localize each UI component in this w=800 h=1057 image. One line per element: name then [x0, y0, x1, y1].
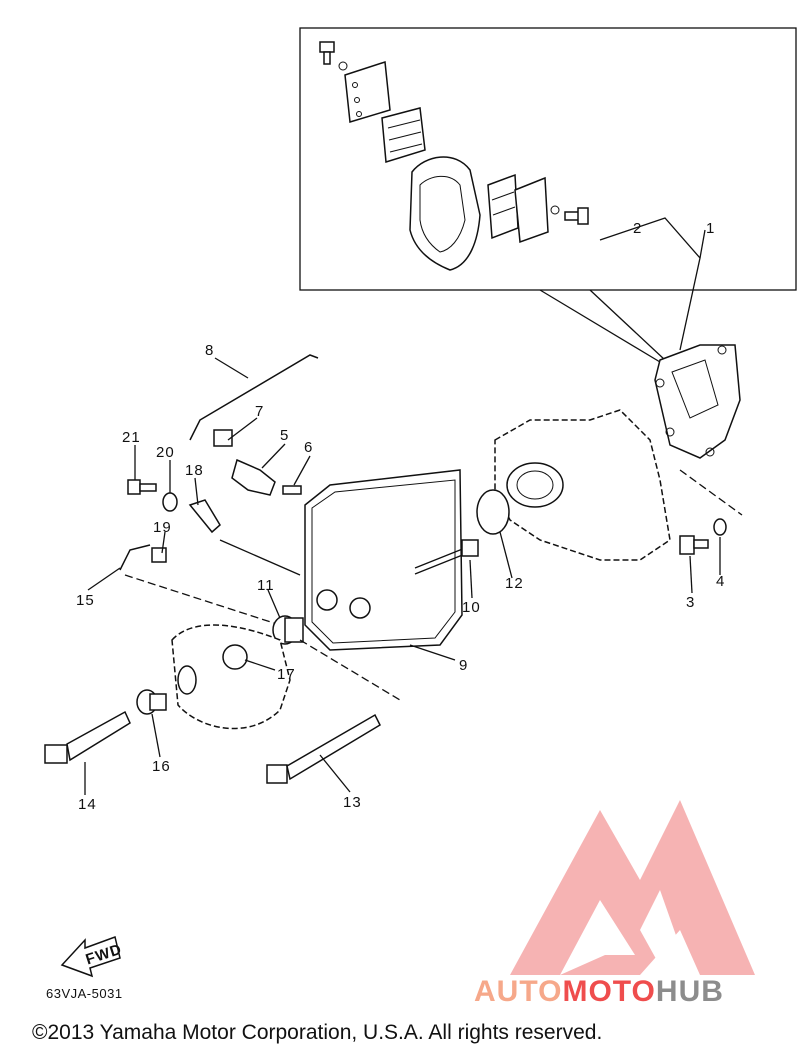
pin-6-icon — [282, 485, 302, 495]
callout-13: 13 — [343, 794, 362, 811]
bolt-3-icon — [679, 535, 709, 555]
callout-leaders — [84, 357, 721, 795]
fwd-label: FWD — [84, 941, 125, 969]
copyright-notice: ©2013 Yamaha Motor Corporation, U.S.A. A… — [32, 1021, 603, 1044]
fastener-17-icon — [222, 644, 248, 670]
forward-arrow-icon: FWD — [60, 936, 125, 978]
brand-part-moto: MOTO — [562, 975, 656, 1008]
callout-11: 11 — [257, 577, 275, 594]
link-rod-icon — [189, 354, 319, 441]
callout-2: 2 — [633, 220, 642, 237]
brand-part-hub: HUB — [655, 975, 724, 1008]
callout-10: 10 — [462, 599, 481, 616]
tube-15-icon — [119, 544, 151, 571]
callout-16: 16 — [152, 758, 171, 775]
inset-stopper-plate-icon — [344, 61, 391, 123]
callout-7: 7 — [255, 403, 264, 420]
callout-1: 1 — [706, 220, 715, 237]
silencer-box-icon — [304, 469, 463, 651]
callout-labels: 1 2 3 4 5 6 7 8 9 10 11 12 13 14 15 16 1… — [76, 220, 725, 813]
clip-19-icon — [151, 547, 167, 563]
reed-valve-assembly-icon — [654, 344, 741, 459]
callout-19: 19 — [153, 519, 172, 536]
washer-20-icon — [162, 492, 178, 512]
callout-leaders-top — [599, 217, 706, 351]
callout-3: 3 — [686, 594, 695, 611]
callout-17: 17 — [277, 666, 296, 683]
callout-15: 15 — [76, 592, 95, 609]
bolt-10-icon — [414, 539, 479, 575]
grommet-11-icon — [272, 615, 304, 645]
fastener-16-icon — [136, 689, 167, 715]
inset-reed-valve-2-icon — [487, 173, 549, 244]
washer-4-icon — [713, 518, 727, 536]
gasket-icon — [476, 489, 510, 535]
bolt-13-icon — [266, 639, 401, 784]
callout-21: 21 — [122, 429, 141, 446]
callout-20: 20 — [156, 444, 175, 461]
lever-5-icon — [231, 458, 276, 496]
brand-watermark: AUTOMOTOHUB — [474, 975, 724, 1009]
brand-part-auto: AUTO — [474, 975, 563, 1008]
joint-7-icon — [213, 429, 233, 447]
callout-8: 8 — [205, 342, 214, 359]
callout-18: 18 — [185, 462, 204, 479]
inset-valve-seat-icon — [409, 156, 481, 271]
screw-21-icon — [127, 479, 157, 495]
callout-5: 5 — [280, 427, 289, 444]
inset-screw-2-icon — [550, 205, 589, 225]
callout-14: 14 — [78, 796, 97, 813]
pin-14-icon — [44, 710, 131, 764]
lower-cover-icon — [171, 624, 291, 730]
watermark-logo-icon — [510, 800, 755, 975]
callout-6: 6 — [304, 439, 313, 456]
drawing-code: 63VJA-5031 — [46, 986, 123, 1001]
inset-reed-valve-icon — [381, 107, 426, 163]
inset-detail-box — [299, 27, 797, 366]
callout-12: 12 — [505, 575, 524, 592]
lever-18-icon — [188, 499, 301, 576]
callout-9: 9 — [459, 657, 468, 674]
inset-screw-icon — [319, 41, 348, 71]
callout-4: 4 — [716, 573, 725, 590]
intake-manifold-icon — [494, 409, 671, 561]
